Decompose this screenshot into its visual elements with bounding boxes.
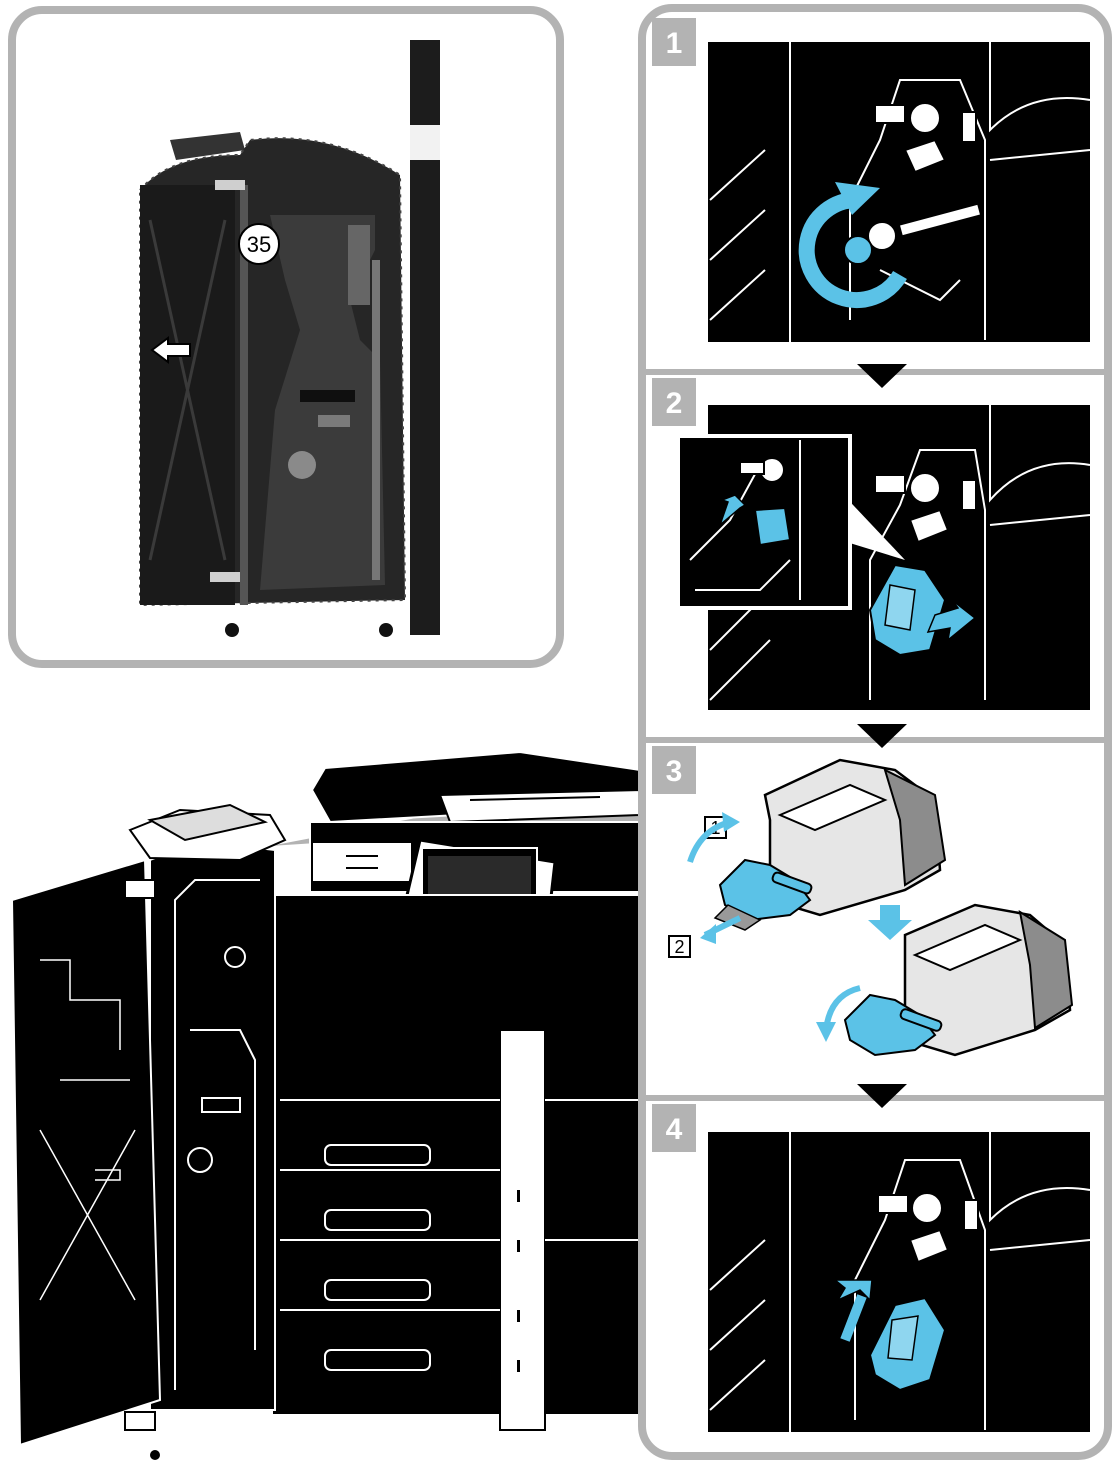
- move-down-arrow-icon: [868, 905, 912, 940]
- rotate-arrow-icon: [798, 191, 907, 308]
- marker-2-label: 2: [674, 937, 684, 957]
- release-arrow-icon: [718, 494, 747, 528]
- step-2-illustration: [676, 405, 1091, 710]
- step-arrow-down-icon: [857, 724, 907, 748]
- svg-text:1: 1: [666, 27, 683, 60]
- step-2-label: 2: [652, 378, 696, 426]
- step-1-label: 1: [652, 18, 696, 66]
- callout-number: 35: [247, 232, 271, 257]
- push-in-arrow-icon: [832, 1279, 873, 1302]
- copier-machine-illustration: [10, 750, 641, 1460]
- pull-arrow-icon: [926, 599, 977, 642]
- svg-text:3: 3: [666, 755, 683, 788]
- step-1-illustration: [708, 42, 1091, 342]
- step-3-label: 3: [652, 746, 696, 794]
- finisher-photo: [139, 40, 440, 637]
- svg-text:2: 2: [666, 387, 683, 420]
- step-4-label: 4: [652, 1104, 696, 1152]
- step-3-illustration: 1 2: [668, 758, 1074, 1057]
- callout-circle: [238, 223, 280, 265]
- step-4-illustration: [708, 1132, 1091, 1432]
- overview-panel: 35: [8, 6, 564, 668]
- step-arrow-down-icon: [857, 1084, 907, 1108]
- step-arrow-down-icon: [857, 364, 907, 388]
- svg-text:4: 4: [666, 1113, 683, 1146]
